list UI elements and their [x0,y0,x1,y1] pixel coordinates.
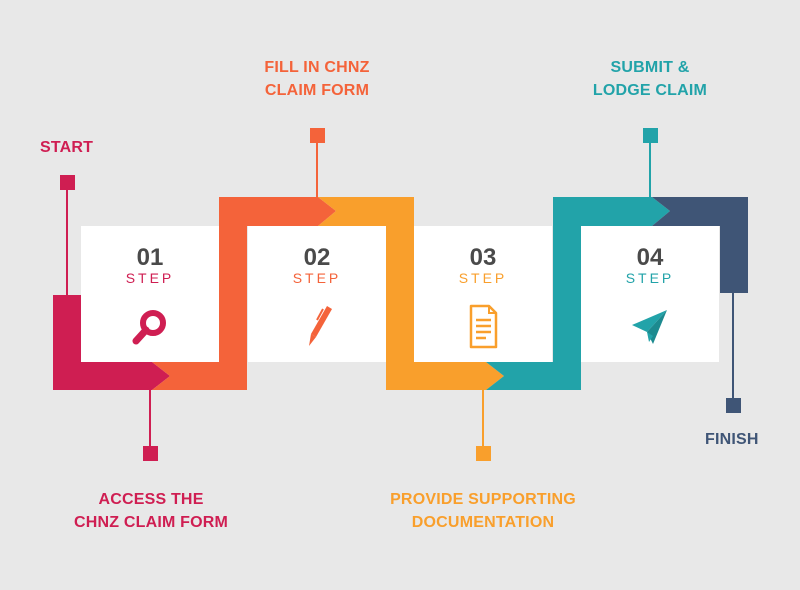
step-1-label-line-2: CHNZ CLAIM FORM [73,514,229,531]
start-marker [60,175,75,190]
step-card-1: 01 STEP [81,226,219,362]
step-4-label-line-1: SUBMIT & [610,59,690,76]
step-1-label-line-1: ACCESS THE [98,491,204,508]
step-4-number: 04 [636,244,664,271]
step-2-marker [310,128,325,143]
step-card-4: 04 STEP [581,226,719,362]
step-3-marker [476,446,491,461]
step-1-label: ACCESS THE CHNZ CLAIM FORM [68,488,234,534]
step-4-word: STEP [625,270,675,286]
step-2-word: STEP [292,270,342,286]
ribbon-segment-navy [652,197,748,293]
step-3-label-line-2: DOCUMENTATION [411,514,555,531]
step-4-label-line-2: LODGE CLAIM [592,82,708,99]
finish-marker [726,398,741,413]
ribbon-segment-coral [152,197,336,390]
step-3-number: 03 [469,244,497,271]
step-2-number: 02 [303,244,331,271]
document-icon [469,304,498,349]
step-1-marker [143,446,158,461]
ribbon-segment-crimson [53,295,170,390]
start-label: START [40,139,94,156]
step-1-word: STEP [125,270,175,286]
step-card-2: 02 STEP [248,226,386,362]
step-3-label-line-1: PROVIDE SUPPORTING [390,491,576,508]
pen-icon [309,306,332,346]
step-3-label: PROVIDE SUPPORTING DOCUMENTATION [376,488,590,534]
step-3-word: STEP [458,270,508,286]
step-4-label: SUBMIT & LODGE CLAIM [584,56,716,102]
paper-plane-icon [632,310,667,344]
magnifier-icon [132,310,166,345]
step-4-marker [643,128,658,143]
ribbon-segment-orange [318,197,504,390]
finish-label: FINISH [705,431,759,448]
step-card-3: 03 STEP [414,226,552,362]
ribbon-segment-teal [486,197,670,390]
step-1-number: 01 [136,244,164,271]
step-2-label-line-2: CLAIM FORM [264,82,370,99]
step-2-label-line-1: FILL IN CHNZ [264,59,370,76]
step-2-label: FILL IN CHNZ CLAIM FORM [246,56,388,102]
